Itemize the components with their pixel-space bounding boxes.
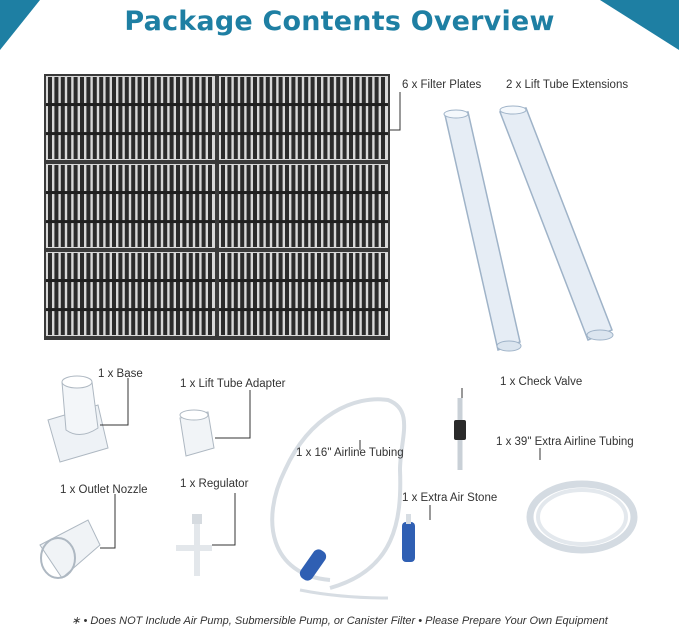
label-airline-tubing-16: 1 x 16" Airline Tubing	[296, 447, 404, 459]
filter-plate	[219, 76, 388, 160]
label-outlet-nozzle: 1 x Outlet Nozzle	[60, 484, 148, 496]
airline-tubing-16-image	[270, 397, 407, 600]
label-lift-tube-extensions: 2 x Lift Tube Extensions	[506, 79, 629, 91]
lift-tube-extensions-image	[443, 105, 614, 352]
filter-plates-image	[44, 74, 390, 340]
lift-tube-adapter-image	[179, 409, 215, 457]
filter-plate	[46, 164, 215, 248]
label-base: 1 x Base	[98, 368, 143, 380]
extra-air-stone-image	[402, 514, 415, 562]
outlet-nozzle-image	[39, 519, 101, 579]
label-extra-air-stone: 1 x Extra Air Stone	[402, 492, 498, 504]
filter-plate	[219, 164, 388, 248]
check-valve-image	[454, 398, 466, 470]
label-check-valve: 1 x Check Valve	[500, 376, 583, 388]
filter-plate	[46, 252, 215, 336]
base-image	[47, 375, 109, 463]
leader-lines	[100, 92, 541, 549]
airline-tubing-39-image	[526, 480, 638, 554]
regulator-image	[176, 514, 212, 576]
filter-plate	[46, 76, 215, 160]
label-regulator: 1 x Regulator	[180, 478, 249, 490]
filter-plate	[219, 252, 388, 336]
footer-note: ∗ • Does NOT Include Air Pump, Submersib…	[71, 615, 608, 627]
label-airline-tubing-39: 1 x 39" Extra Airline Tubing	[496, 436, 634, 448]
label-filter-plates: 6 x Filter Plates	[402, 79, 482, 91]
label-lift-tube-adapter: 1 x Lift Tube Adapter	[180, 378, 286, 390]
page-title: Package Contents Overview	[124, 6, 555, 37]
